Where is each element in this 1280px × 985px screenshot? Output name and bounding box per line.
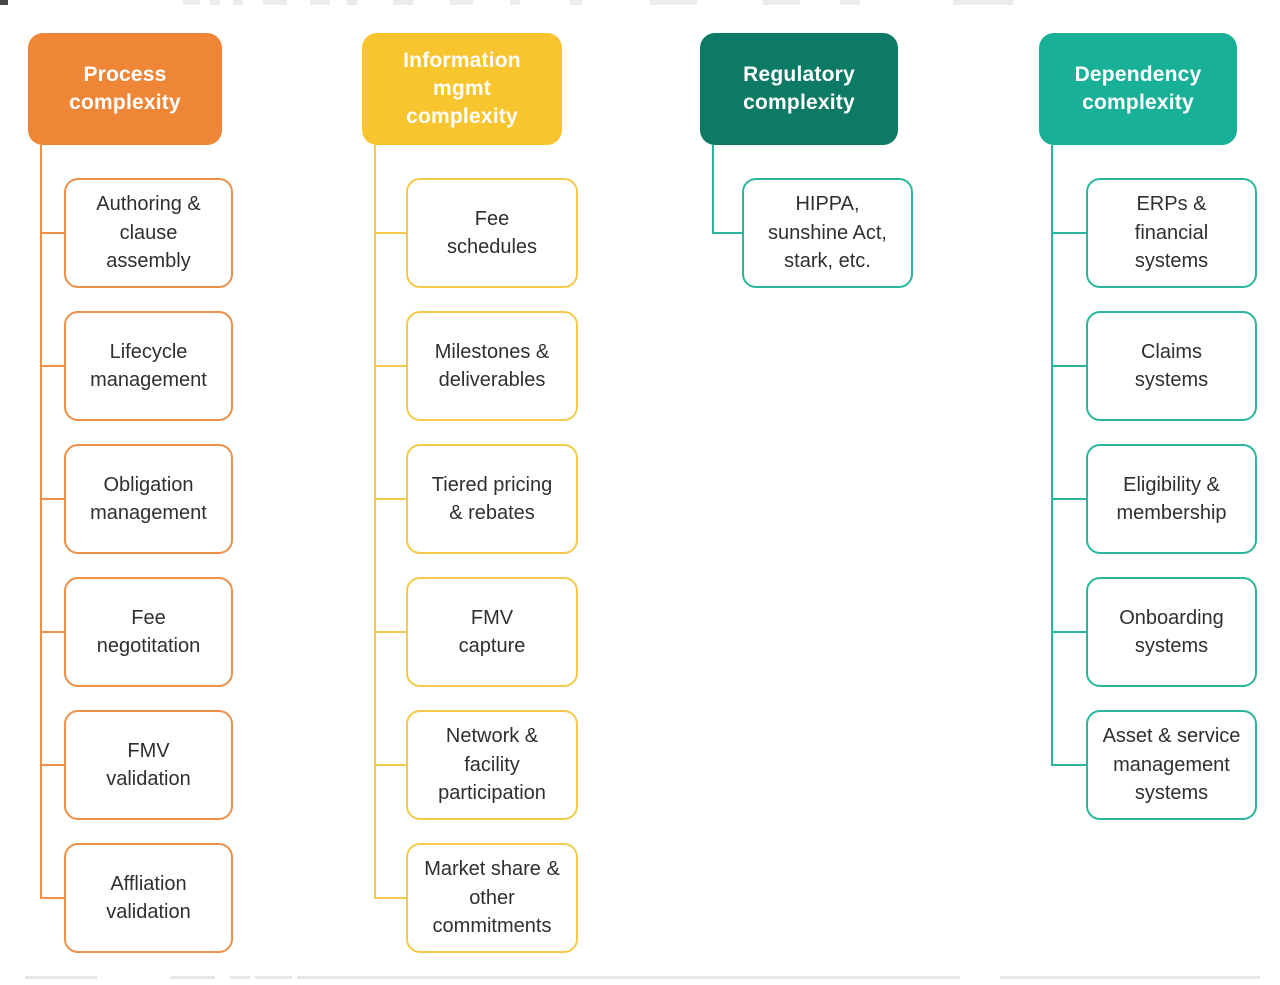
crop-artifact <box>310 0 330 5</box>
crop-artifact <box>0 0 8 5</box>
connector-stub <box>1051 232 1086 234</box>
crop-artifact <box>393 0 413 5</box>
crop-artifact <box>763 0 800 5</box>
node-information-mgmt-complexity-0: Fee schedules <box>406 178 578 288</box>
crop-artifact <box>347 0 357 5</box>
crop-artifact <box>25 976 97 979</box>
crop-artifact <box>230 976 250 979</box>
node-regulatory-complexity-0: HIPPA, sunshine Act, stark, etc. <box>742 178 913 288</box>
node-dependency-complexity-0: ERPs & financial systems <box>1086 178 1257 288</box>
node-information-mgmt-complexity-3: FMV capture <box>406 577 578 687</box>
connector-stub <box>712 232 742 234</box>
connector-line <box>712 145 714 234</box>
category-header-dependency-complexity: Dependency complexity <box>1039 33 1237 145</box>
connector-stub <box>40 897 64 899</box>
node-information-mgmt-complexity-4: Network & facility participation <box>406 710 578 820</box>
category-header-information-mgmt-complexity: Information mgmt complexity <box>362 33 562 145</box>
crop-artifact <box>1000 976 1260 979</box>
crop-artifact <box>840 0 860 5</box>
crop-artifact <box>570 0 582 5</box>
connector-stub <box>374 498 406 500</box>
node-information-mgmt-complexity-1: Milestones & deliverables <box>406 311 578 421</box>
connector-line <box>374 145 376 899</box>
connector-stub <box>40 365 64 367</box>
node-dependency-complexity-4: Asset & service management systems <box>1086 710 1257 820</box>
crop-artifact <box>170 976 215 979</box>
node-dependency-complexity-2: Eligibility & membership <box>1086 444 1257 554</box>
node-process-complexity-0: Authoring & clause assembly <box>64 178 233 288</box>
crop-artifact <box>510 0 520 5</box>
node-process-complexity-4: FMV validation <box>64 710 233 820</box>
connector-stub <box>374 764 406 766</box>
connector-stub <box>1051 365 1086 367</box>
node-process-complexity-2: Obligation management <box>64 444 233 554</box>
crop-artifact <box>255 976 292 979</box>
crop-artifact <box>210 0 220 5</box>
node-process-complexity-5: Affliation validation <box>64 843 233 953</box>
connector-stub <box>40 631 64 633</box>
crop-artifact <box>233 0 243 5</box>
crop-artifact <box>953 0 1013 5</box>
connector-line <box>1051 145 1053 766</box>
category-header-process-complexity: Process complexity <box>28 33 222 145</box>
node-information-mgmt-complexity-5: Market share & other commitments <box>406 843 578 953</box>
crop-artifact <box>263 0 287 5</box>
connector-stub <box>40 764 64 766</box>
node-process-complexity-1: Lifecycle management <box>64 311 233 421</box>
connector-stub <box>1051 764 1086 766</box>
connector-stub <box>1051 498 1086 500</box>
connector-stub <box>40 232 64 234</box>
crop-artifact <box>297 976 960 979</box>
connector-stub <box>374 897 406 899</box>
crop-artifact <box>183 0 200 5</box>
connector-line <box>40 145 42 899</box>
connector-stub <box>374 232 406 234</box>
connector-stub <box>374 631 406 633</box>
category-header-regulatory-complexity: Regulatory complexity <box>700 33 898 145</box>
connector-stub <box>374 365 406 367</box>
connector-stub <box>1051 631 1086 633</box>
crop-artifact <box>450 0 473 5</box>
connector-stub <box>40 498 64 500</box>
node-information-mgmt-complexity-2: Tiered pricing & rebates <box>406 444 578 554</box>
node-dependency-complexity-3: Onboarding systems <box>1086 577 1257 687</box>
node-dependency-complexity-1: Claims systems <box>1086 311 1257 421</box>
node-process-complexity-3: Fee negotitation <box>64 577 233 687</box>
crop-artifact <box>650 0 697 5</box>
